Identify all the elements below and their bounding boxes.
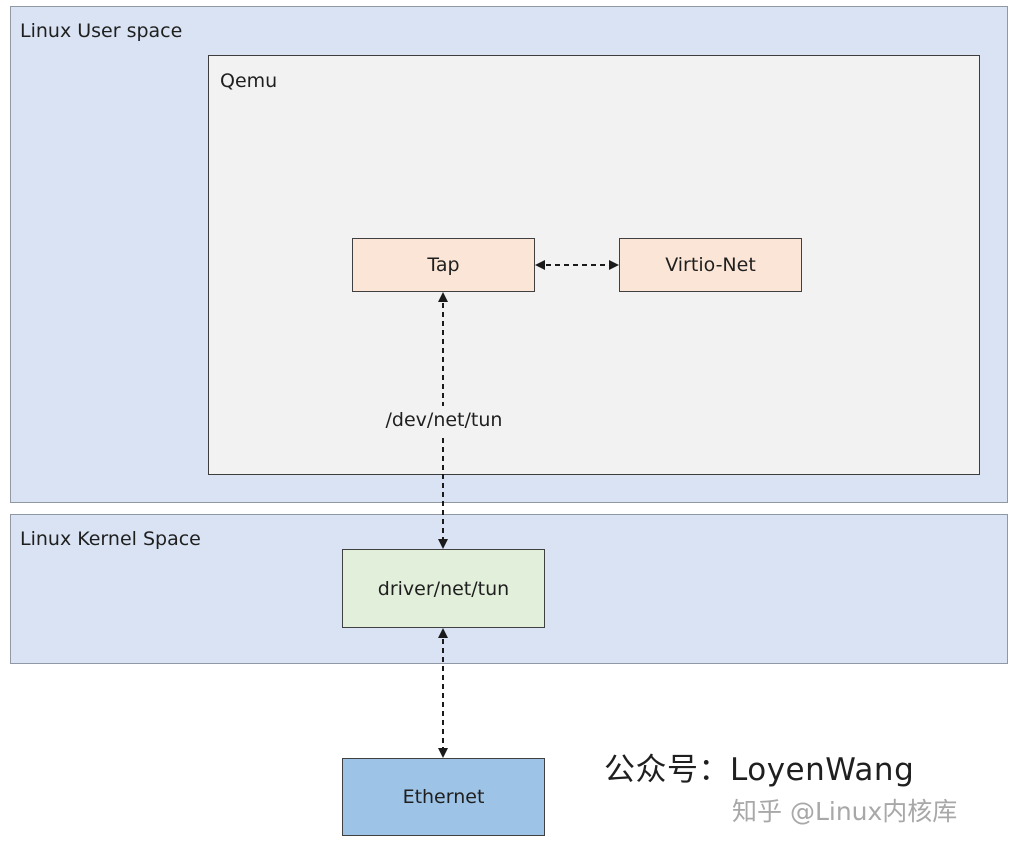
qemu-label: Qemu (220, 70, 278, 92)
tap-node: Tap (352, 238, 535, 292)
kernel-space-label: Linux Kernel Space (20, 528, 201, 550)
tun-driver-label: driver/net/tun (377, 577, 510, 600)
ethernet-label: Ethernet (402, 786, 485, 808)
tap-label: Tap (427, 254, 460, 276)
dev-net-tun-label: /dev/net/tun (374, 406, 514, 434)
ethernet-node: Ethernet (342, 758, 545, 836)
source-watermark: 知乎 @Linux内核库 (732, 797, 958, 826)
tun-driver-node: driver/net/tun (342, 549, 545, 628)
virtio-net-label: Virtio-Net (665, 254, 756, 276)
virtio-net-node: Virtio-Net (619, 238, 802, 292)
user-space-label: Linux User space (20, 20, 183, 42)
author-caption: 公众号：LoyenWang (604, 752, 915, 788)
